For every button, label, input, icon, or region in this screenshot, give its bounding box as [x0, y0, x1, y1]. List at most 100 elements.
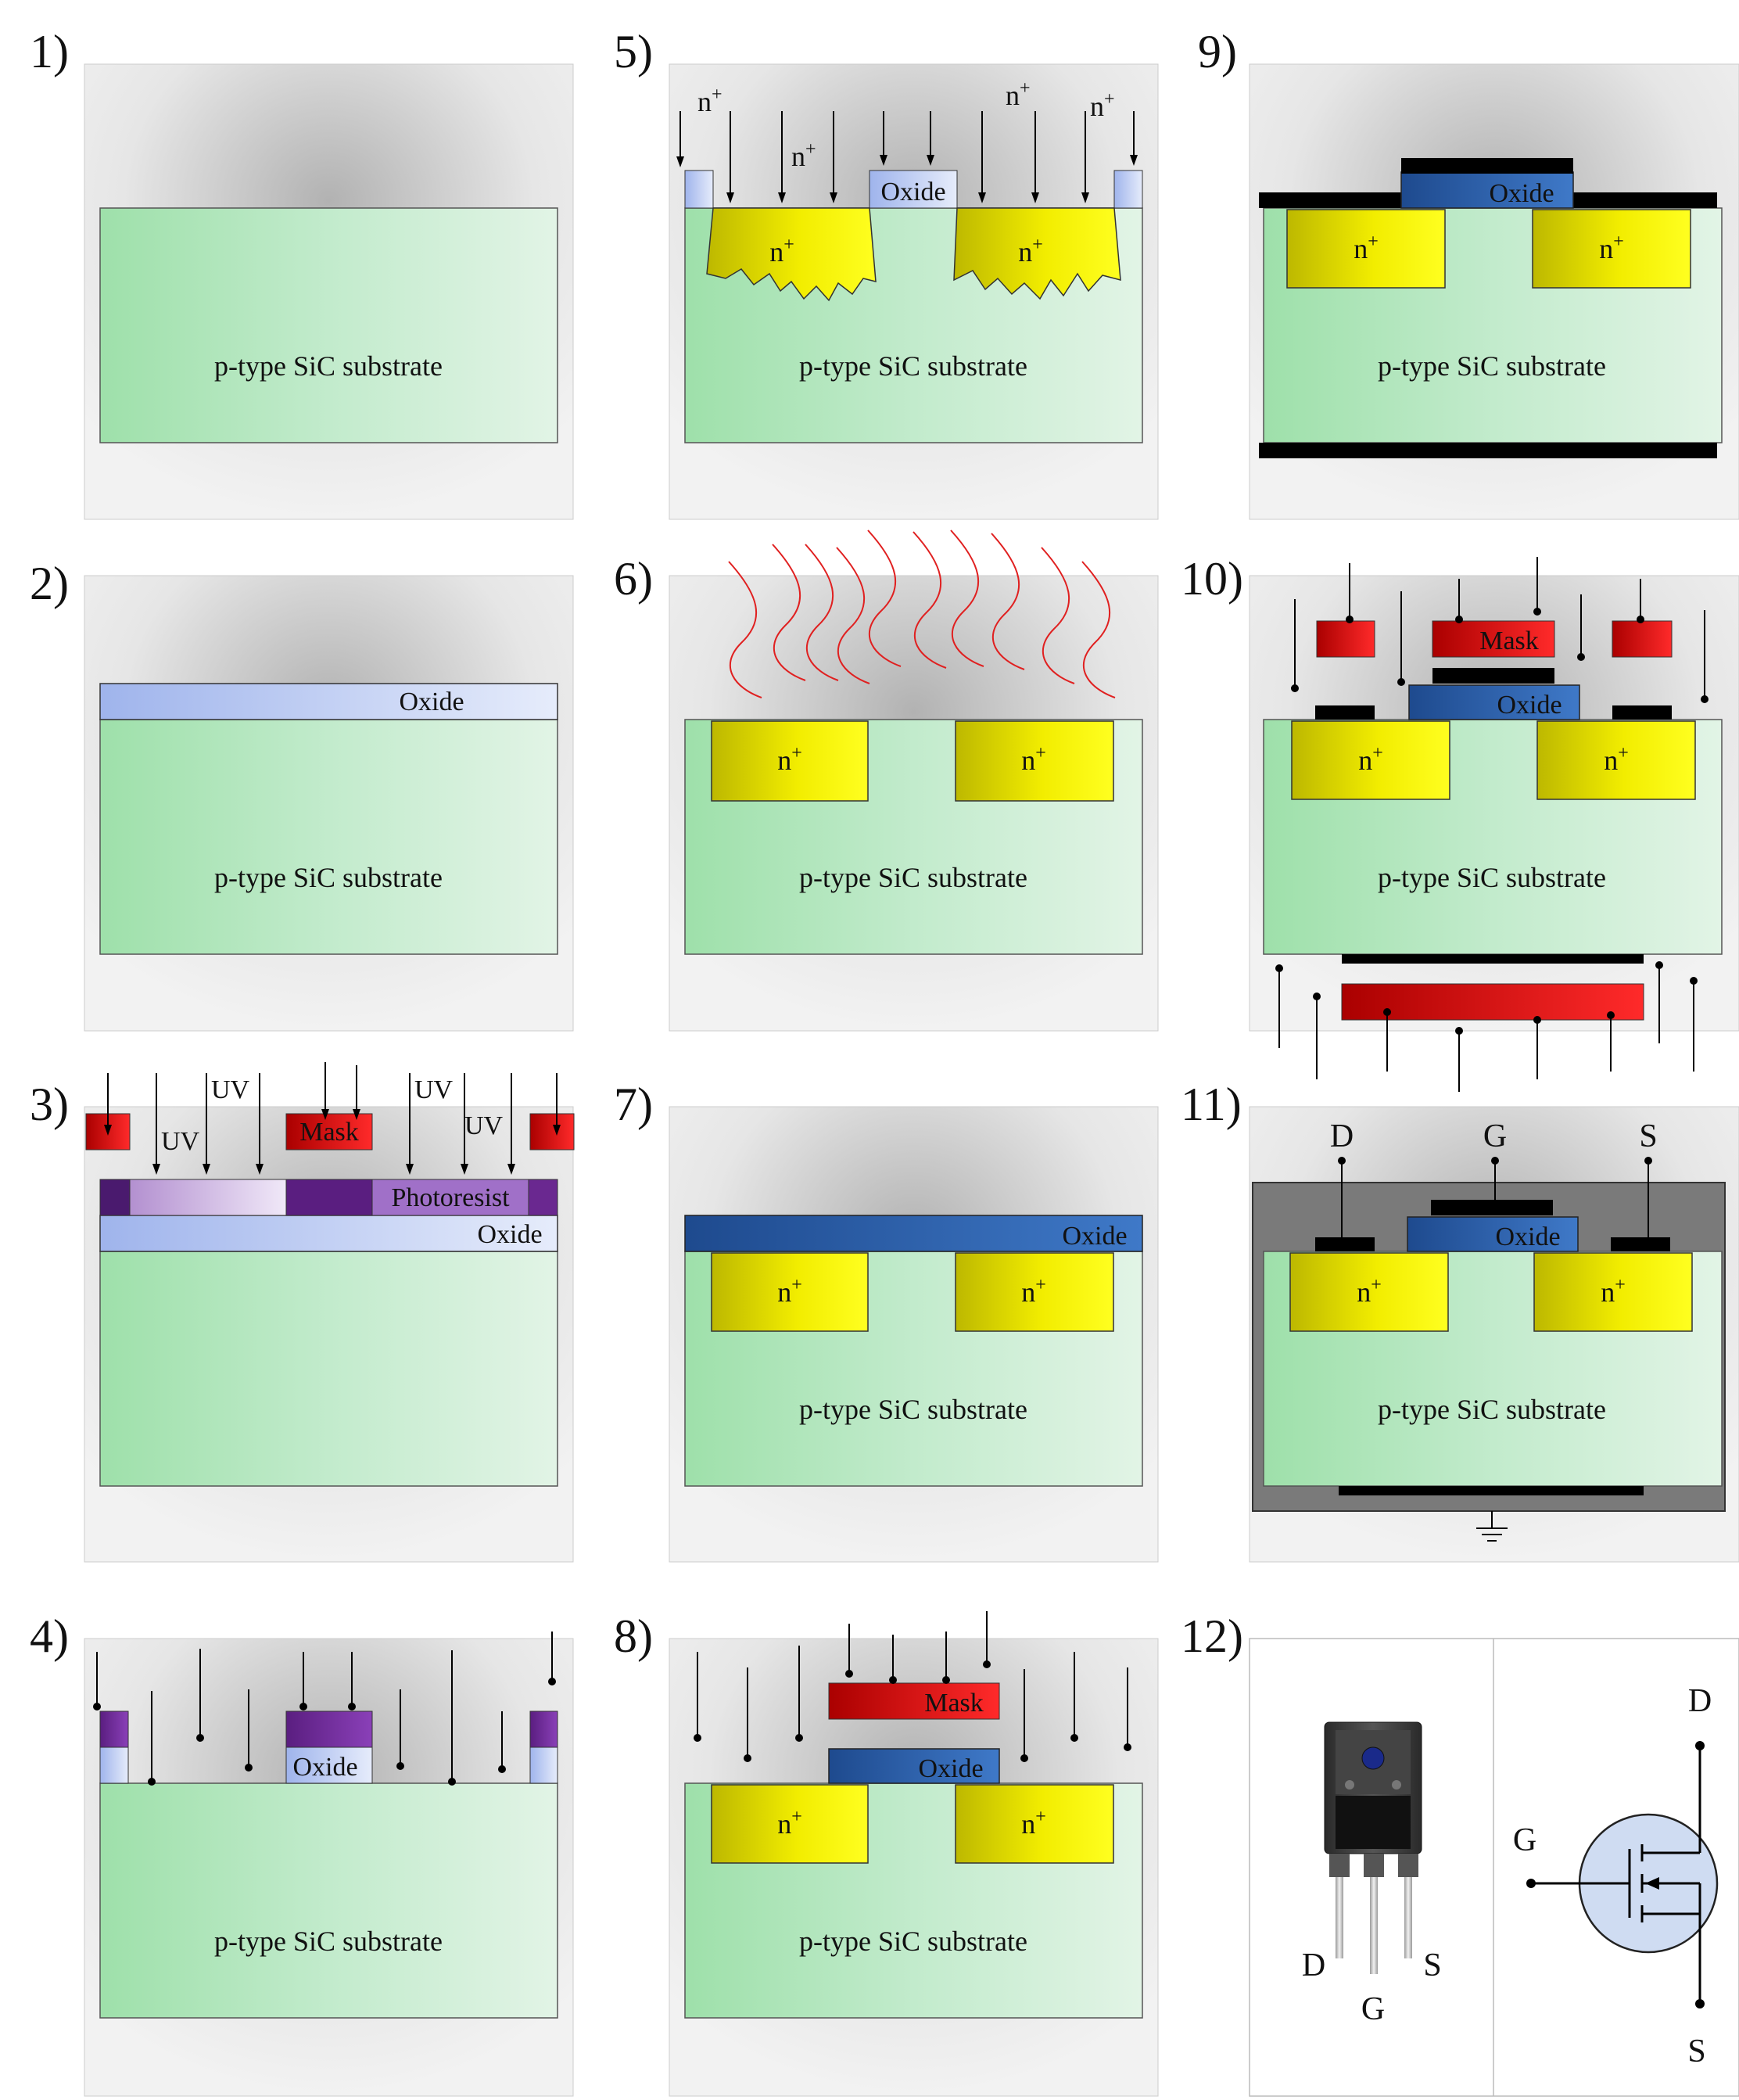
photoresist-block [285, 1711, 373, 1748]
terminal-leads [1341, 1161, 1649, 1542]
n-plus-region [1536, 720, 1696, 800]
substrate-label: p-type SiC substrate [799, 350, 1027, 382]
drain-contact-metal [1315, 1237, 1375, 1251]
mosfet-symbol-icon [1526, 1741, 1719, 2008]
substrate [99, 1251, 558, 1487]
gate-pin-label: G [1361, 1991, 1385, 2027]
uv-label: UV [161, 1127, 200, 1156]
n-plus-label: n+ [1090, 89, 1115, 122]
oxide-block [828, 1748, 1000, 1784]
implant-arrows [679, 111, 1135, 192]
step-number: 9) [1198, 26, 1237, 77]
substrate-label: p-type SiC substrate [214, 350, 443, 382]
panel-8: 8) n+ n+ Oxide Mask p-typ [614, 1610, 1159, 2097]
n-plus-label: n+ [777, 743, 802, 776]
photoresist-segment [99, 1179, 131, 1216]
oxide-block [684, 170, 714, 209]
photoresist-label: Photoresist [391, 1183, 510, 1212]
n-plus-label: n+ [1599, 232, 1624, 264]
n-plus-region [711, 1784, 869, 1864]
mask [1316, 620, 1375, 658]
step-number: 12) [1181, 1610, 1243, 1662]
photoresist-block [529, 1711, 558, 1748]
step-number: 11) [1181, 1079, 1242, 1130]
substrate-label: p-type SiC substrate [799, 1394, 1027, 1425]
oxide-label: Oxide [880, 178, 945, 206]
oxide-block [869, 170, 958, 209]
mask-label: Mask [299, 1118, 359, 1147]
source-terminal-label: S [1639, 1118, 1657, 1154]
mask [1612, 620, 1673, 658]
panel-3: 3) Oxide Photoresist Mask [30, 1062, 575, 1563]
panel-1: 1) p-type SiC substrate [30, 26, 574, 520]
n-plus-region [1289, 1252, 1449, 1332]
oxide-label: Oxide [918, 1754, 983, 1783]
substrate-label: p-type SiC substrate [799, 862, 1027, 893]
step-number: 2) [30, 558, 69, 609]
oxide-layer [99, 683, 558, 720]
symbol-source-label: S [1687, 2034, 1705, 2069]
n-plus-label: n+ [1357, 1275, 1382, 1308]
uv-arrows [107, 1062, 558, 1164]
mask [828, 1682, 1000, 1720]
panel-7: 7) n+ n+ Oxide p-type SiC substrate [614, 1079, 1159, 1563]
photoresist-segment [285, 1179, 373, 1216]
panel-6: 6) n+ n+ p-type SiC substrate [614, 529, 1159, 1032]
n-plus-label: n+ [777, 1807, 802, 1840]
oxide-label: Oxide [477, 1220, 542, 1249]
step-number: 10) [1181, 553, 1243, 605]
gate-oxide [1407, 1216, 1579, 1252]
gate-metal [1432, 668, 1554, 684]
mask [1341, 983, 1644, 1021]
anneal-heat-waves [728, 529, 1116, 698]
n-plus-label: n+ [1021, 1275, 1046, 1308]
etch-dots [93, 1678, 556, 1786]
drain-contact-metal [1315, 705, 1375, 720]
source-pin-label: S [1423, 1947, 1441, 1983]
substrate-label: p-type SiC substrate [799, 1926, 1027, 1957]
oxide-layer [99, 1215, 558, 1252]
mask-label: Mask [1479, 626, 1539, 655]
n-plus-region [955, 1784, 1114, 1864]
mask [1432, 620, 1555, 658]
gate-terminal-label: G [1483, 1118, 1507, 1154]
deposition-dots-bottom [1275, 961, 1698, 1035]
substrate-label: p-type SiC substrate [214, 1926, 443, 1957]
n-plus-label: n+ [697, 84, 722, 117]
step-number: 6) [614, 553, 653, 605]
substrate [99, 207, 558, 443]
n-plus-region [955, 1252, 1114, 1332]
substrate [99, 719, 558, 955]
photoresist-exposed [129, 1179, 287, 1216]
uv-label: UV [464, 1111, 504, 1140]
panel-10: 10) n+ n+ Oxide Mask [1181, 553, 1739, 1092]
substrate-label: p-type SiC substrate [1378, 1394, 1606, 1425]
step-number: 4) [30, 1610, 69, 1662]
source-contact-metal [1612, 705, 1672, 720]
mask-label: Mask [924, 1689, 984, 1718]
n-plus-label: n+ [1354, 232, 1379, 264]
uv-label: UV [211, 1075, 250, 1104]
n-plus-label: n+ [1021, 743, 1046, 776]
substrate [99, 1782, 558, 2019]
mask [529, 1113, 575, 1151]
photoresist-segment [371, 1179, 529, 1216]
n-plus-region [1291, 720, 1450, 800]
n-plus-region [1532, 209, 1691, 289]
n-plus-implant [706, 207, 877, 302]
etch-arrows [96, 1632, 553, 1782]
n-plus-region [711, 1252, 869, 1332]
deposition-arrows-bottom [1278, 965, 1694, 1092]
etch-dots [694, 1660, 1131, 1762]
step-number: 5) [614, 26, 653, 77]
drain-pin-label: D [1302, 1947, 1325, 1983]
oxide-label: Oxide [1495, 1222, 1560, 1251]
deposition-arrows [1294, 557, 1705, 699]
drain-back-metal [1342, 954, 1644, 964]
panel-12: 12) D G S [1181, 1610, 1739, 2097]
back-metal [1339, 1486, 1644, 1495]
n-plus-label: n+ [777, 1275, 802, 1308]
n-plus-label: n+ [1358, 743, 1383, 776]
terminal-dots [1338, 1157, 1652, 1165]
